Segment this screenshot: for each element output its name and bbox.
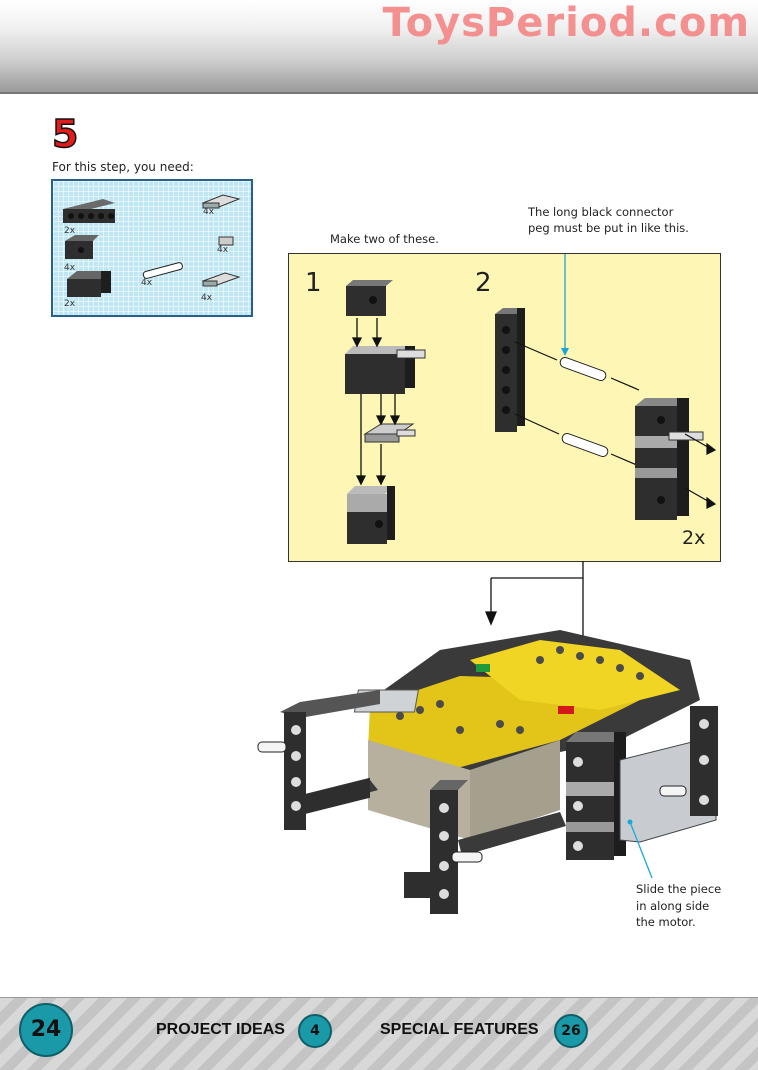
subassembly-illustration bbox=[345, 254, 717, 544]
connector-peg-part-icon bbox=[142, 262, 183, 279]
double-brick-part-icon bbox=[67, 271, 111, 297]
step1-arrows bbox=[351, 318, 401, 486]
make-two-note: Make two of these. bbox=[330, 232, 439, 246]
plate-part-icon bbox=[201, 194, 241, 209]
connector-callout-line bbox=[561, 254, 569, 356]
page-footer: 24 PROJECT IDEAS 4 SPECIAL FEATURES 26 bbox=[0, 997, 758, 1070]
page-header: ToysPeriod.com bbox=[0, 0, 758, 94]
parts-needed-label: For this step, you need: bbox=[52, 160, 194, 174]
axle-peg-icon-2 bbox=[451, 851, 483, 863]
plate-part-icon-2 bbox=[201, 272, 241, 287]
part-qty: 2x bbox=[64, 299, 76, 309]
part-qty: 4x bbox=[141, 278, 153, 288]
slide-note-line2: in along side bbox=[636, 899, 710, 913]
multiplier-label: 2x bbox=[682, 527, 706, 549]
step2-guide-lines bbox=[514, 341, 640, 467]
brick-part-icon bbox=[65, 235, 99, 259]
front-frame-beams bbox=[404, 780, 566, 914]
axle-peg-icon bbox=[257, 741, 287, 753]
added-subassembly bbox=[566, 706, 718, 860]
step2-result-assembly bbox=[635, 398, 704, 520]
part-qty: 4x bbox=[64, 263, 76, 273]
panel-step-2: 2 bbox=[475, 268, 492, 298]
nav-project-ideas-label[interactable]: PROJECT IDEAS bbox=[156, 1021, 285, 1038]
connector-note-line2: peg must be put in like this. bbox=[528, 221, 689, 235]
subassembly-panel: 1 2 2x bbox=[288, 253, 721, 562]
watermark: ToysPeriod.com bbox=[382, 0, 750, 46]
slide-note-line1: Slide the piece bbox=[636, 882, 722, 896]
step2-arrows bbox=[684, 433, 717, 509]
slide-callout-line bbox=[627, 819, 653, 879]
beam-part-icon bbox=[63, 199, 115, 223]
connector-peg-icon bbox=[559, 357, 609, 457]
nav-special-features-label[interactable]: SPECIAL FEATURES bbox=[380, 1021, 539, 1038]
step1-result-brick bbox=[347, 486, 395, 544]
part-qty: 2x bbox=[64, 226, 76, 236]
main-model-illustration bbox=[257, 561, 718, 914]
connector-note-line1: The long black connector bbox=[528, 205, 674, 219]
step2-vertical-beam bbox=[495, 308, 525, 432]
small-plate-part-icon bbox=[218, 236, 234, 246]
step1-double-brick bbox=[345, 346, 426, 394]
left-frame-beams bbox=[257, 690, 380, 830]
step-number: 5 bbox=[51, 111, 79, 157]
step1-brick-top bbox=[346, 280, 393, 316]
part-qty: 4x bbox=[201, 293, 213, 303]
page-number-badge: 24 bbox=[19, 1003, 73, 1057]
panel-step-1: 1 bbox=[305, 268, 322, 298]
nav-special-features-page[interactable]: 26 bbox=[554, 1014, 588, 1048]
step1-plate bbox=[363, 423, 416, 443]
part-qty: 4x bbox=[203, 207, 215, 217]
parts-illustration bbox=[63, 194, 241, 297]
part-qty: 4x bbox=[217, 245, 229, 255]
parts-list-box: 2x 4x 2x 4x 4x 4x 4x bbox=[51, 179, 253, 317]
nav-project-ideas-page[interactable]: 4 bbox=[298, 1014, 332, 1048]
slide-note-line3: the motor. bbox=[636, 915, 696, 929]
